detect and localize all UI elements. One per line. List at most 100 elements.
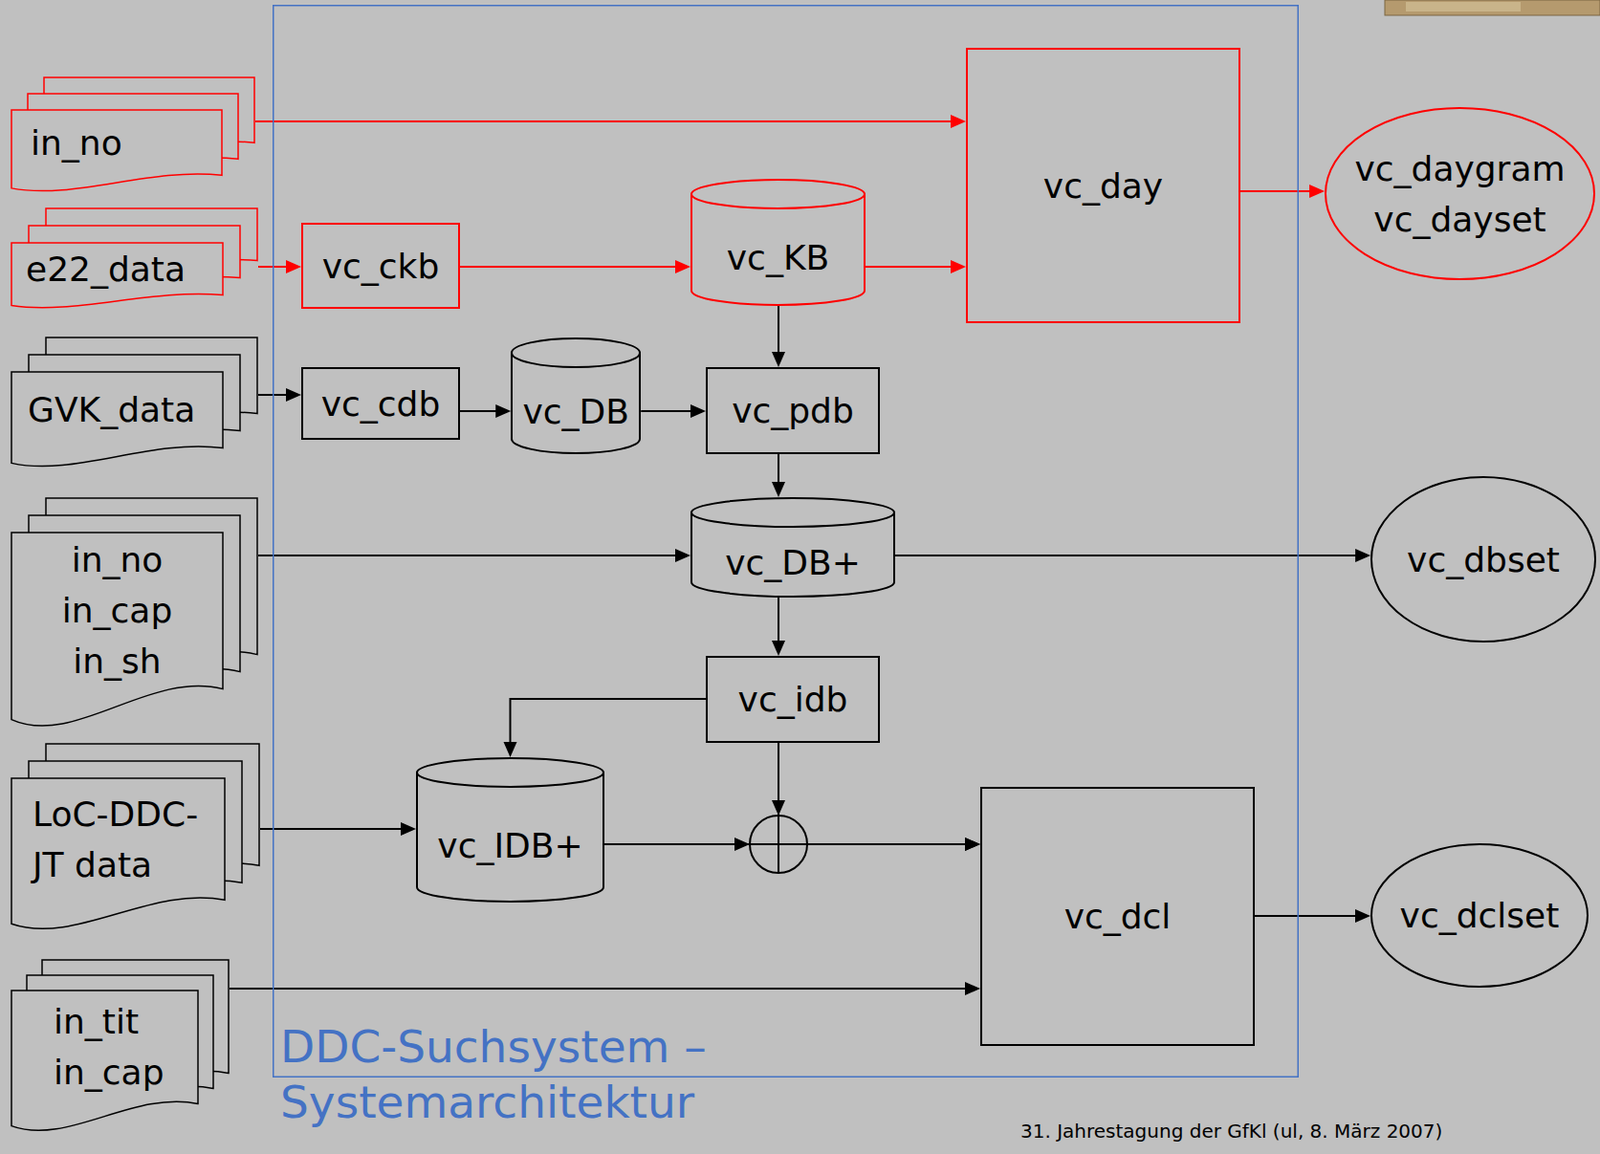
- node-label: vc_DB+: [724, 537, 861, 589]
- text-region: in_titin_cap: [10, 989, 199, 1105]
- database-cylinder: vc_DB: [510, 337, 641, 455]
- document-page: [11, 778, 225, 929]
- connector: [771, 454, 786, 498]
- node-label: in_no: [71, 534, 164, 586]
- arrowhead: [950, 260, 966, 274]
- connector: [258, 548, 691, 563]
- connector-line: [258, 554, 681, 557]
- box-border: [966, 48, 1240, 323]
- footer-note: 31. Jahrestagung der GfKl (ul, 8. März 2…: [1020, 1119, 1443, 1143]
- text-region: vc_KB: [690, 209, 866, 307]
- cylinder-top: [416, 758, 604, 788]
- connector: [504, 699, 707, 758]
- connector: [255, 114, 966, 129]
- text-region: vc_DB: [510, 368, 641, 455]
- connector: [460, 404, 511, 418]
- arrowhead: [1309, 184, 1325, 198]
- connector: [1240, 184, 1325, 198]
- cylinder-top: [691, 498, 895, 527]
- text-region: vc_idb: [705, 656, 880, 744]
- database-cylinder: vc_KB: [690, 178, 866, 307]
- node-label: vc_dayset: [1373, 194, 1546, 245]
- connector-line: [460, 265, 681, 268]
- arrowhead: [400, 822, 417, 836]
- arrowhead: [964, 837, 981, 852]
- connector: [771, 597, 786, 657]
- text-region: vc_day: [965, 47, 1241, 324]
- node-label: in_no: [30, 117, 123, 169]
- node-label: GVK_data: [27, 384, 196, 436]
- box-border: [302, 223, 460, 308]
- junction-arrowhead: [734, 837, 750, 852]
- cylinder-body: [416, 772, 604, 902]
- node-label: vc_dbset: [1406, 534, 1560, 586]
- connector: [229, 982, 981, 996]
- output-ellipse: vc_daygramvc_dayset: [1324, 107, 1596, 281]
- connector-line: [510, 699, 707, 748]
- cylinder-body: [691, 194, 865, 306]
- text-region: vc_cdb: [301, 367, 461, 440]
- ellipse-border: [1325, 108, 1595, 280]
- input-document-stack: in_noin_capin_sh: [10, 497, 259, 728]
- arrowhead: [285, 388, 302, 402]
- connector-line: [255, 120, 957, 123]
- connector-line: [778, 743, 971, 845]
- arrowhead: [964, 837, 981, 852]
- connector-line: [640, 410, 697, 413]
- node-label: in_tit: [53, 996, 139, 1048]
- connector: [258, 388, 302, 402]
- box-border: [981, 788, 1254, 1046]
- text-region: e22_data: [10, 241, 224, 297]
- document-page: [11, 990, 198, 1131]
- shape-outline: [10, 743, 261, 931]
- node-label: vc_ckb: [322, 241, 440, 292]
- footer-region: 31. Jahrestagung der GfKl (ul, 8. März 2…: [1020, 1119, 1443, 1143]
- thumbnail-fragment: [1405, 1, 1521, 12]
- text-region: DDC-Suchsystem – Systemarchitektur: [280, 1019, 816, 1131]
- text-region: in_no: [10, 109, 223, 176]
- connector-line: [229, 987, 971, 990]
- output-ellipse: vc_dbset: [1370, 476, 1597, 643]
- arrowhead: [1355, 548, 1371, 563]
- input-document-stack: in_titin_cap: [10, 959, 230, 1133]
- node-label: vc_cdb: [321, 378, 441, 430]
- arrowhead: [675, 260, 691, 274]
- junction-arrowhead: [771, 800, 786, 816]
- node-label: vc_pdb: [731, 385, 855, 437]
- connector: [640, 404, 706, 418]
- text-region: in_noin_capin_sh: [10, 531, 224, 691]
- shape-outline: [1324, 107, 1596, 281]
- process-box: vc_ckb: [301, 222, 461, 309]
- cylinder-top: [511, 338, 640, 368]
- arrowhead: [504, 742, 518, 758]
- node-label: vc_daygram: [1354, 143, 1565, 195]
- database-cylinder: vc_IDB+: [416, 757, 605, 903]
- arrowhead: [675, 548, 691, 563]
- input-document-stack: GVK_data: [10, 336, 259, 468]
- arrowhead: [1355, 909, 1371, 923]
- thumbnail-fragment: [1384, 0, 1600, 16]
- connector-line: [777, 306, 780, 358]
- box-border: [706, 368, 879, 454]
- connector-line: [460, 410, 502, 413]
- connector-line: [865, 265, 957, 268]
- text-region: vc_dbset: [1370, 476, 1597, 643]
- text-region: vc_dclset: [1370, 843, 1589, 988]
- system-boundary: DDC-Suchsystem – Systemarchitekturvc_ckb…: [272, 4, 1299, 1078]
- arrowhead: [771, 640, 786, 657]
- node-label: vc_dcl: [1064, 891, 1172, 943]
- process-box: vc_cdb: [301, 367, 461, 440]
- arrowhead: [964, 982, 981, 996]
- text-region: vc_IDB+: [416, 788, 605, 903]
- connector: [460, 260, 691, 274]
- connector-line: [895, 554, 1361, 557]
- ellipse-border: [1371, 844, 1588, 987]
- text-region: vc_dcl: [980, 787, 1255, 1047]
- arrowhead: [495, 404, 511, 418]
- diagram-title: DDC-Suchsystem – Systemarchitektur: [280, 1019, 816, 1131]
- connector: [260, 822, 417, 836]
- connector: [895, 548, 1371, 563]
- node-label: vc_KB: [726, 232, 830, 284]
- text-region: vc_daygramvc_dayset: [1324, 107, 1596, 281]
- frame-border: [273, 5, 1299, 1078]
